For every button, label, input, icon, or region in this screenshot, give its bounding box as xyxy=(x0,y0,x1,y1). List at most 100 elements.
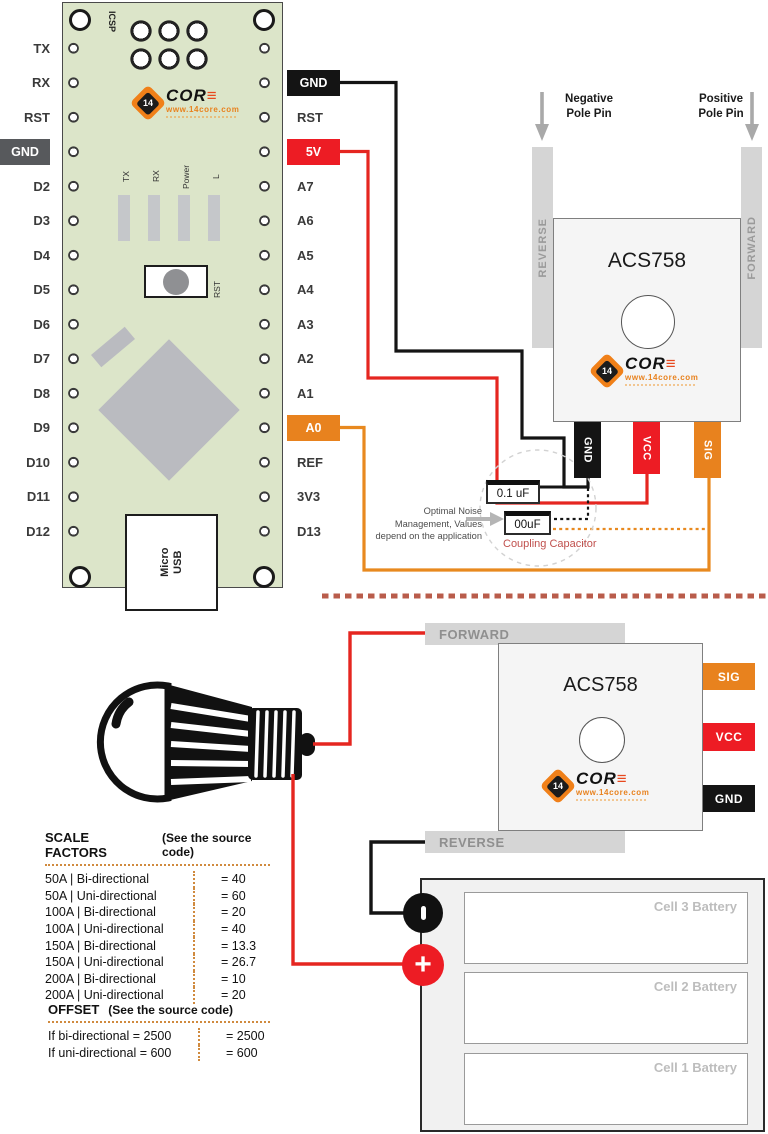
arduino-board: ICSP 14 COR≡ www.14core.com TX RX Power … xyxy=(62,2,283,611)
wire-bulb-positive xyxy=(291,774,404,966)
scale-row: 200A | Uni-directional= 20 xyxy=(45,987,246,1004)
wire-reverse-negative xyxy=(369,840,427,915)
light-bulb xyxy=(96,681,315,803)
wire-bulb-forward xyxy=(313,631,427,746)
pin-label: D9 xyxy=(33,420,50,435)
core-logo: 14 COR≡ www.14core.com xyxy=(539,767,649,804)
scale-row: 100A | Bi-directional= 20 xyxy=(45,904,246,921)
pin-label-a0: A0 xyxy=(287,410,367,445)
led-power xyxy=(178,195,190,241)
offset-block: OFFSET (See the source code) If bi-direc… xyxy=(48,1002,288,1062)
reverse-terminal: REVERSE xyxy=(532,147,553,348)
dotted-divider xyxy=(48,1021,270,1023)
mount-hole xyxy=(253,9,275,31)
pin-label-gnd: GND xyxy=(0,134,50,169)
scale-factors-rows: 50A | Bi-directional= 40 50A | Uni-direc… xyxy=(45,871,285,1004)
pin-label: A5 xyxy=(297,247,314,263)
sensor-name: ACS758 xyxy=(563,674,638,696)
logo-url: www.14core.com xyxy=(166,105,240,114)
pin-label: D2 xyxy=(33,178,50,194)
pin-holes-right xyxy=(257,30,272,549)
board-right-pin-labels: GND RST 5V A7 A6 A5 A4 A3 A2 A1 A0 REF 3… xyxy=(287,65,367,548)
reset-button xyxy=(144,265,208,298)
mount-hole xyxy=(69,566,91,588)
pin-label: D13 xyxy=(297,523,321,539)
pin-label: TX xyxy=(33,40,50,56)
logo-tagline-dots xyxy=(576,799,646,801)
scale-row: 50A | Uni-directional= 60 xyxy=(45,887,246,905)
sensor-name: ACS758 xyxy=(607,249,687,272)
scale-row: 150A | Uni-directional= 26.7 xyxy=(45,953,257,971)
pin-label-gnd: GND xyxy=(287,65,367,100)
bulb-dome xyxy=(96,681,172,803)
core-logo-icon: 14 xyxy=(588,352,626,389)
note-arrow-head xyxy=(490,512,504,526)
sensor-hole xyxy=(579,717,625,763)
pin-label: D4 xyxy=(33,247,50,263)
capacitor-coupling: 00uF xyxy=(504,511,551,535)
pin-label-5v: 5V xyxy=(287,134,367,169)
logo-bars: ≡ xyxy=(206,86,218,105)
pin-label: A1 xyxy=(297,385,314,401)
scale-row: 50A | Bi-directional= 40 xyxy=(45,871,246,888)
offset-row: If uni-directional = 600= 600 xyxy=(48,1044,258,1062)
logo-tagline-dots xyxy=(166,116,236,118)
bulb-fins xyxy=(170,703,252,785)
board-left-pin-labels: TX RX RST GND D2 D3 D4 D5 D6 D7 D8 D9 D1… xyxy=(0,31,50,549)
core-logo: 14 COR≡ www.14core.com xyxy=(129,84,240,121)
pin-label: A7 xyxy=(297,178,314,194)
scale-row: 150A | Bi-directional= 13.3 xyxy=(45,937,257,954)
pin-label: RST xyxy=(24,109,50,125)
offset-title: OFFSET xyxy=(48,1002,100,1017)
pin-label: 3V3 xyxy=(297,489,321,504)
scale-factors-block: SCALE FACTORS (See the source code) 50A … xyxy=(45,830,285,1004)
capacitor-highlight-circle xyxy=(479,449,597,567)
offset-row: If bi-directional = 2500= 2500 xyxy=(48,1028,265,1045)
reverse-terminal-bottom: REVERSE xyxy=(425,831,625,853)
logo-word: COR xyxy=(166,86,207,105)
acs758-sensor-bottom: ACS758 14 COR≡ www.14core.com xyxy=(498,643,703,831)
pin-label: D12 xyxy=(26,523,50,539)
sensor-pin-vcc: VCC xyxy=(633,422,660,474)
offset-header: OFFSET (See the source code) xyxy=(48,1002,288,1017)
pin-label: D5 xyxy=(33,282,50,297)
pin-label: D7 xyxy=(33,351,50,366)
sensor-pin-sig: SIG xyxy=(703,663,755,690)
forward-terminal: FORWARD xyxy=(741,147,762,348)
offset-subtitle: (See the source code) xyxy=(108,1003,233,1017)
positive-pole-arrow-head xyxy=(745,124,759,141)
logo-tagline-dots xyxy=(625,384,695,386)
led-tx xyxy=(118,195,130,241)
icsp-header-holes xyxy=(127,17,211,73)
forward-terminal-bottom: FORWARD xyxy=(425,623,625,645)
negative-pole-arrow-head xyxy=(535,124,549,141)
mount-hole xyxy=(253,566,275,588)
wire-5v xyxy=(340,149,649,505)
pin-label: REF xyxy=(297,454,323,470)
sensor-hole xyxy=(621,295,675,349)
pin-label: D11 xyxy=(26,489,50,504)
pin-label: D8 xyxy=(33,385,50,401)
pin-label: RST xyxy=(297,109,323,125)
led-l xyxy=(208,195,220,241)
negative-terminal xyxy=(403,893,443,933)
sensor-pin-sig: SIG xyxy=(694,422,721,478)
scale-row: 100A | Uni-directional= 40 xyxy=(45,920,246,938)
sensor-pin-gnd: GND xyxy=(574,422,601,478)
pin-label: D10 xyxy=(26,454,50,470)
pin-label: D6 xyxy=(33,316,50,332)
scale-factors-title: SCALE FACTORS xyxy=(45,830,107,860)
led-rx xyxy=(148,195,160,241)
core-logo: 14 COR≡ www.14core.com xyxy=(588,352,698,389)
acs758-sensor-top: ACS758 14 COR≡ www.14core.com xyxy=(553,218,741,422)
pin-label: D3 xyxy=(33,213,50,228)
cell-1-battery: Cell 1 Battery xyxy=(464,1053,748,1125)
pin-label: A6 xyxy=(297,213,314,228)
bulb-thread-slits xyxy=(254,710,296,778)
dotted-divider xyxy=(45,864,270,866)
cell-2-battery: Cell 2 Battery xyxy=(464,972,748,1044)
pin-label: A3 xyxy=(297,316,314,332)
